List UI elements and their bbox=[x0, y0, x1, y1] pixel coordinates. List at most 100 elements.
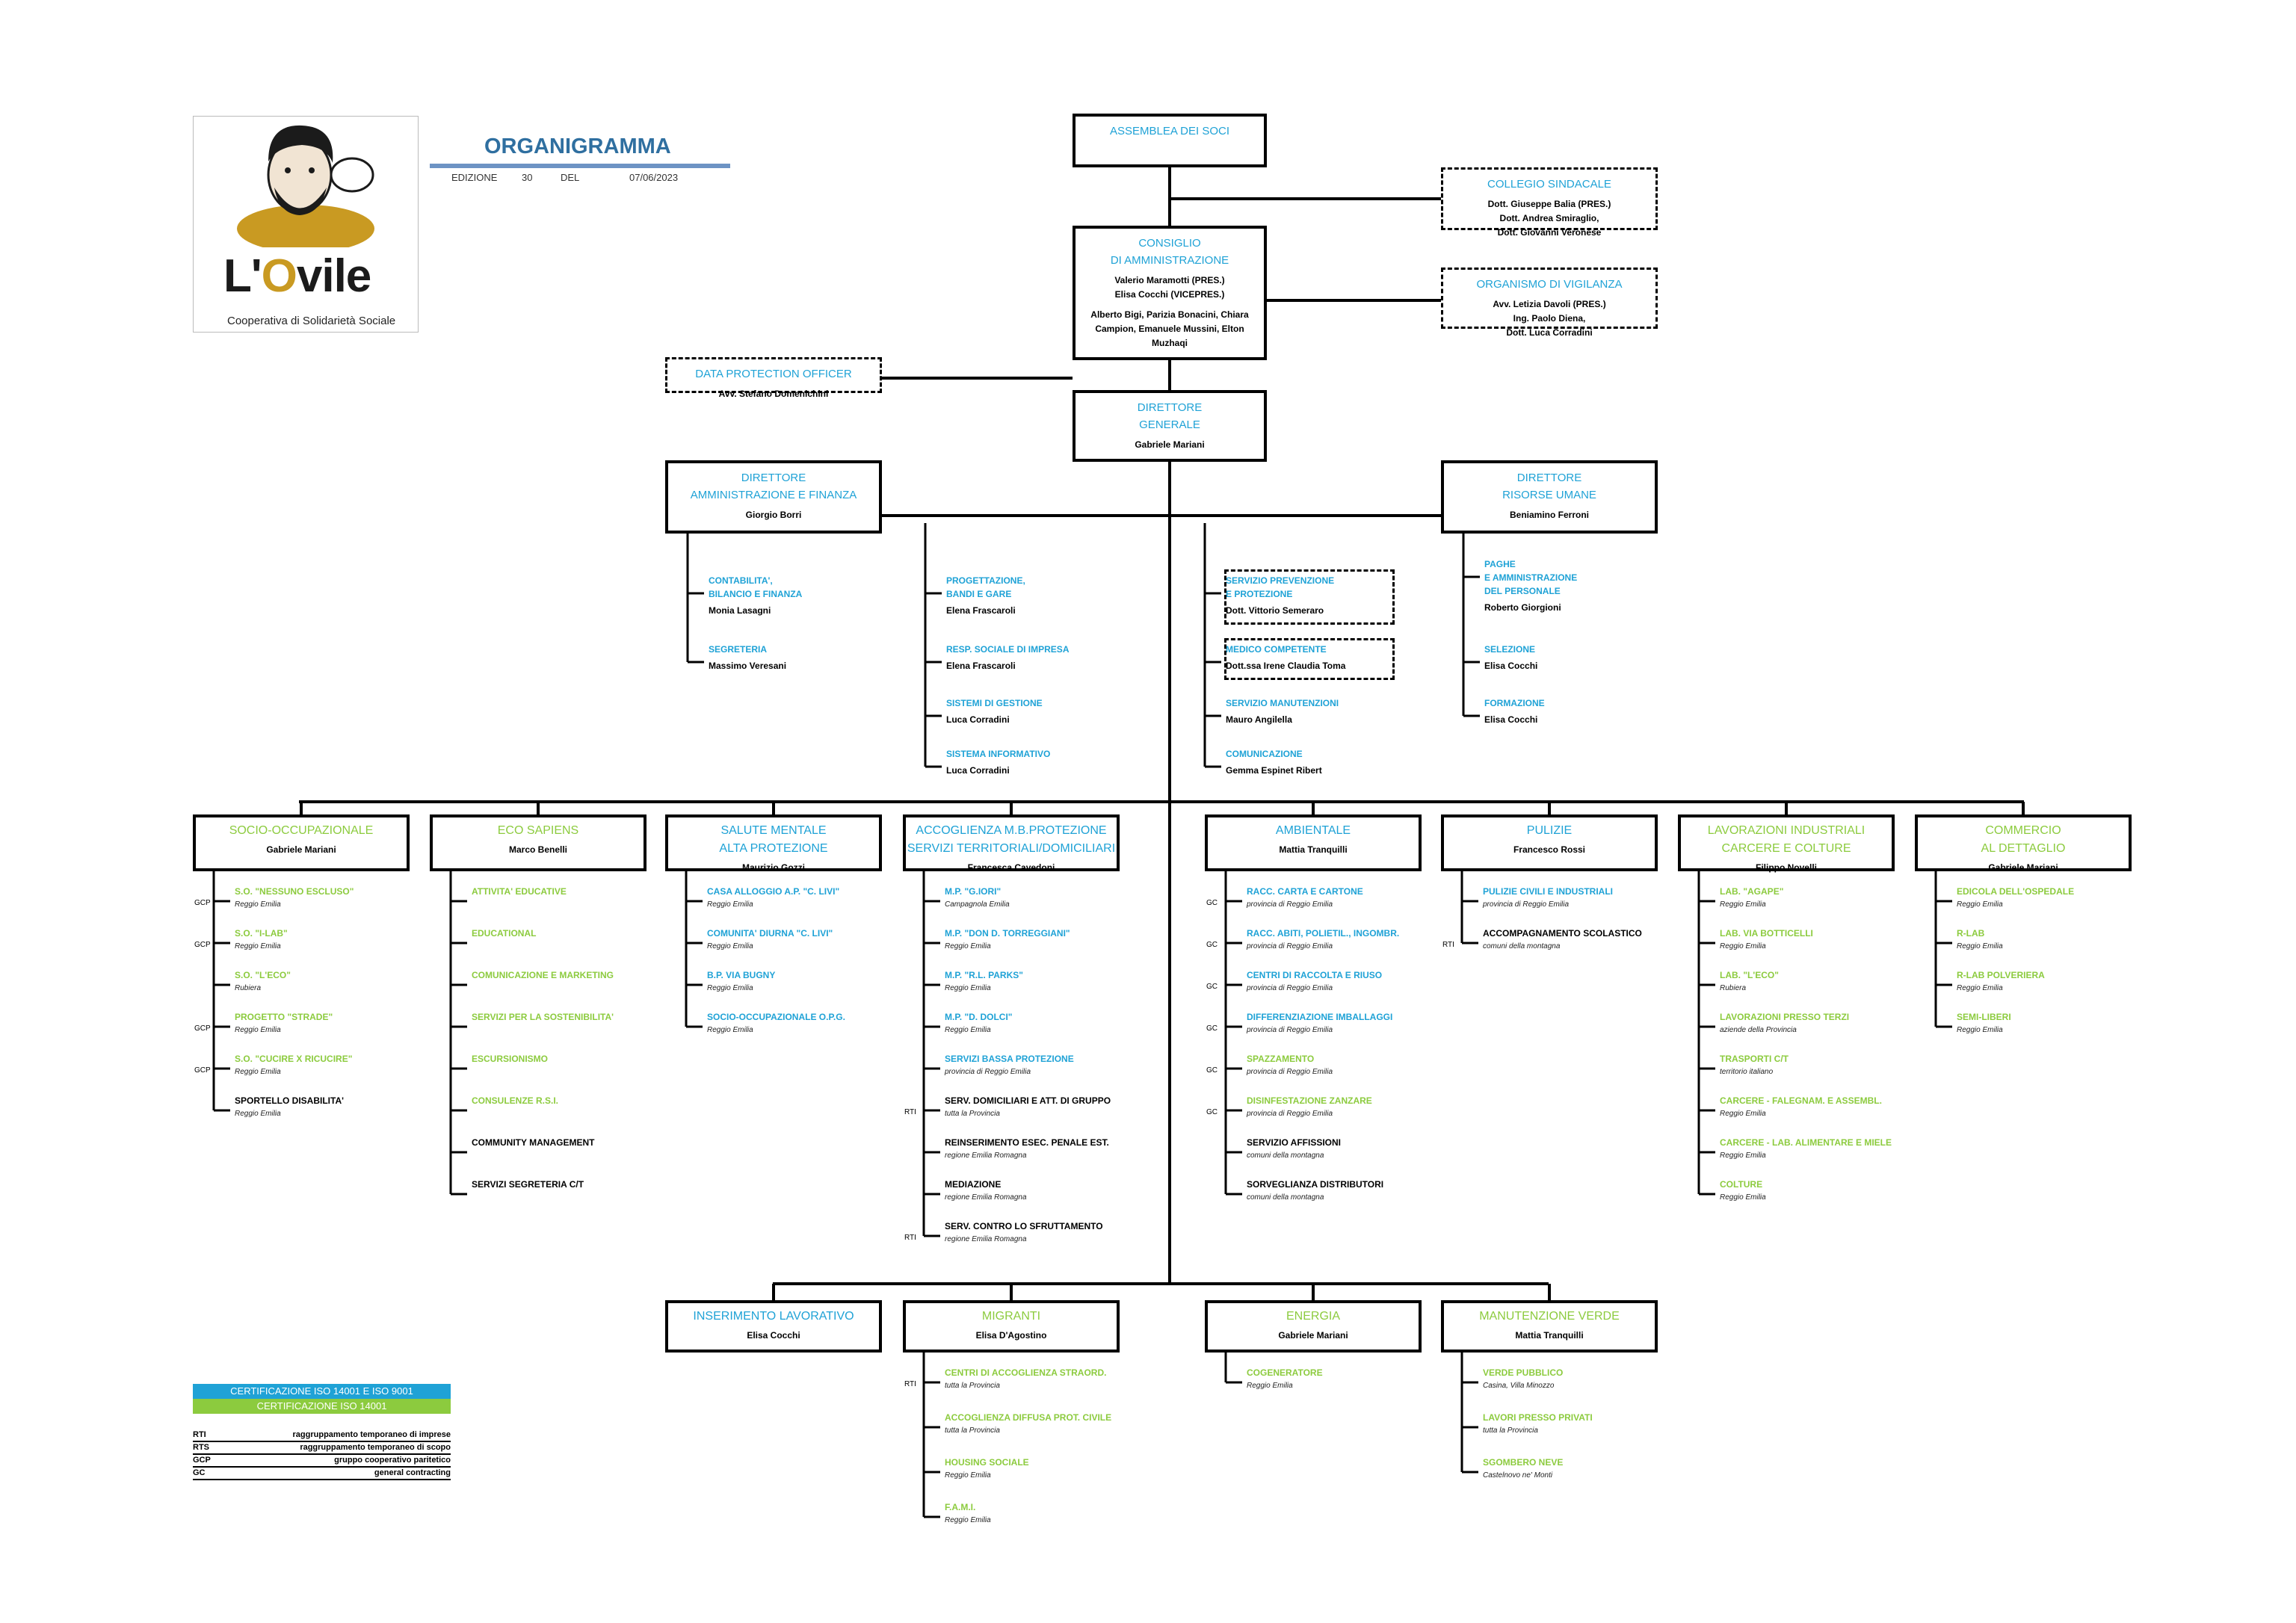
area-2-item: COMUNITA' DIURNA "C. LIVI"Reggio Emilia bbox=[707, 927, 909, 952]
area-5-item-tag: RTI bbox=[1442, 941, 1454, 949]
area-1-item: SERVIZI PER LA SOSTENIBILITA' bbox=[472, 1010, 673, 1024]
bottom-1-item-tag: RTI bbox=[904, 1380, 916, 1388]
area-0-item-place: Reggio Emilia bbox=[235, 900, 281, 909]
area-3-item: SERVIZI BASSA PROTEZIONE provincia di Reg… bbox=[945, 1052, 1147, 1078]
area-3-item-place: regione Emilia Romagna bbox=[945, 1193, 1027, 1202]
area-6-item-place: territorio italiano bbox=[1720, 1068, 1774, 1076]
area-6-item-place: aziende della Provincia bbox=[1720, 1026, 1797, 1034]
area-4-item-label: CENTRI DI RACCOLTA E RIUSO bbox=[1247, 970, 1383, 980]
date-value: 07/06/2023 bbox=[629, 172, 679, 183]
bottom-1-item: CENTRI DI ACCOGLIENZA STRAORD.tutta la P… bbox=[945, 1366, 1147, 1391]
dpo-box-title: DATA PROTECTION OFFICER bbox=[695, 368, 852, 380]
staff-hr-name: Elisa Cocchi bbox=[1484, 714, 1538, 725]
staff-amm-label: CONTABILITA', BILANCIO E FINANZA bbox=[709, 575, 803, 599]
area-2-item-place: Reggio Emilia bbox=[707, 984, 753, 992]
staff-prog-label: PROGETTAZIONE, BANDI E GARE bbox=[946, 575, 1025, 599]
bottom-1-item-label: ACCOGLIENZA DIFFUSA PROT. CIVILE bbox=[945, 1412, 1112, 1423]
area-box-4-title: AMBIENTALE bbox=[1275, 824, 1351, 837]
area-1-item: CONSULENZE R.S.I. bbox=[472, 1094, 673, 1107]
staff-hr-2: FORMAZIONE Elisa Cocchi bbox=[1484, 696, 1664, 726]
bottom-3-item-place: tutta la Provincia bbox=[1483, 1426, 1538, 1435]
area-4-item-label: SORVEGLIANZA DISTRIBUTORI bbox=[1247, 1179, 1384, 1190]
staff-hr-label: SELEZIONE bbox=[1484, 644, 1536, 655]
area-4-item-place: provincia di Reggio Emilia bbox=[1247, 984, 1333, 992]
assemblea-box: ASSEMBLEA DEI SOCI bbox=[1073, 114, 1267, 167]
staff-serv-name: Gemma Espinet Ribert bbox=[1226, 765, 1322, 776]
staff-hr-label: FORMAZIONE bbox=[1484, 698, 1545, 708]
area-0-item-label: S.O. "I-LAB" bbox=[235, 928, 288, 939]
consiglio-box-people: Valerio Maramotti (PRES.) Elisa Cocchi (… bbox=[1114, 275, 1225, 300]
dir-hr-box-title: DIRETTORE RISORSE UMANE bbox=[1502, 472, 1596, 501]
dir-hr-box-people: Beniamino Ferroni bbox=[1509, 510, 1589, 520]
area-3-item-label: M.P. "R.L. PARKS" bbox=[945, 970, 1023, 980]
area-6-item: CARCERE - FALEGNAM. E ASSEMBL.Reggio Emi… bbox=[1720, 1094, 1922, 1119]
area-2-item-label: SOCIO-OCCUPAZIONALE O.P.G. bbox=[707, 1012, 845, 1022]
abbr-value: raggruppamento temporaneo di imprese bbox=[292, 1430, 451, 1439]
staff-prog-name: Luca Corradini bbox=[946, 714, 1010, 725]
area-6-item-label: LAB. "AGAPE" bbox=[1720, 886, 1784, 897]
area-0-item-place: Reggio Emilia bbox=[235, 1068, 281, 1076]
staff-serv-name: Mauro Angilella bbox=[1226, 714, 1292, 725]
staff-hr-name: Roberto Giorgioni bbox=[1484, 602, 1561, 613]
vigilanza-box-title: ORGANISMO DI VIGILANZA bbox=[1476, 278, 1623, 291]
abbr-key: RTS bbox=[193, 1443, 209, 1452]
bottom-box-1-title: MIGRANTI bbox=[981, 1310, 1041, 1323]
bottom-box-0-head: Elisa Cocchi bbox=[747, 1330, 800, 1341]
logo-wordmark: L'Ovile bbox=[223, 250, 371, 302]
area-3-item: M.P. "D. DOLCI"Reggio Emilia bbox=[945, 1010, 1147, 1036]
area-3-item-place: provincia di Reggio Emilia bbox=[945, 1068, 1031, 1076]
area-2-item-place: Reggio Emilia bbox=[707, 942, 753, 950]
area-7-item-label: EDICOLA DELL'OSPEDALE bbox=[1957, 886, 2075, 897]
legend: CERTIFICAZIONE ISO 14001 E ISO 9001 CERT… bbox=[193, 1384, 451, 1414]
assemblea-box-title: ASSEMBLEA DEI SOCI bbox=[1109, 125, 1230, 137]
area-box-6-head: Filippo Novelli bbox=[1755, 862, 1817, 873]
staff-prog-label: SISTEMA INFORMATIVO bbox=[946, 749, 1051, 759]
area-3-item-label: M.P. "DON D. TORREGGIANI" bbox=[945, 928, 1070, 939]
bottom-2-item-place: Reggio Emilia bbox=[1247, 1382, 1293, 1390]
area-3-item-label: SERVIZI BASSA PROTEZIONE bbox=[945, 1054, 1074, 1064]
area-3-item: M.P. "DON D. TORREGGIANI"Reggio Emilia bbox=[945, 927, 1147, 952]
staff-hr-name: Elisa Cocchi bbox=[1484, 661, 1538, 671]
area-3-item-place: regione Emilia Romagna bbox=[945, 1151, 1027, 1160]
area-3-item-tag: RTI bbox=[904, 1234, 916, 1242]
area-2-item-label: B.P. VIA BUGNY bbox=[707, 970, 776, 980]
area-2-item-place: Reggio Emilia bbox=[707, 900, 753, 909]
bottom-3-item-place: Castelnovo ne' Monti bbox=[1483, 1471, 1553, 1480]
area-3-item-label: SERV. DOMICILIARI E ATT. DI GRUPPO bbox=[945, 1095, 1111, 1106]
staff-serv-label: MEDICO COMPETENTE bbox=[1226, 644, 1327, 655]
area-3-item: M.P. "R.L. PARKS"Reggio Emilia bbox=[945, 968, 1147, 994]
edition-label: EDIZIONE bbox=[451, 172, 498, 183]
staff-prog-label: SISTEMI DI GESTIONE bbox=[946, 698, 1043, 708]
area-1-item: ESCURSIONISMO bbox=[472, 1052, 673, 1066]
area-6-item-label: CARCERE - LAB. ALIMENTARE E MIELE bbox=[1720, 1137, 1892, 1148]
abbr-key: GCP bbox=[193, 1456, 211, 1465]
area-4-item-place: comuni della montagna bbox=[1247, 1151, 1324, 1160]
area-1-item: ATTIVITA' EDUCATIVE bbox=[472, 885, 673, 898]
bottom-1-item-label: F.A.M.I. bbox=[945, 1502, 976, 1512]
area-box-5-title: PULIZIE bbox=[1526, 824, 1573, 837]
area-3-item-label: SERV. CONTRO LO SFRUTTAMENTO bbox=[945, 1221, 1103, 1231]
area-5-item-place: provincia di Reggio Emilia bbox=[1483, 900, 1570, 909]
area-box-7-head: Gabriele Mariani bbox=[1988, 862, 2058, 873]
